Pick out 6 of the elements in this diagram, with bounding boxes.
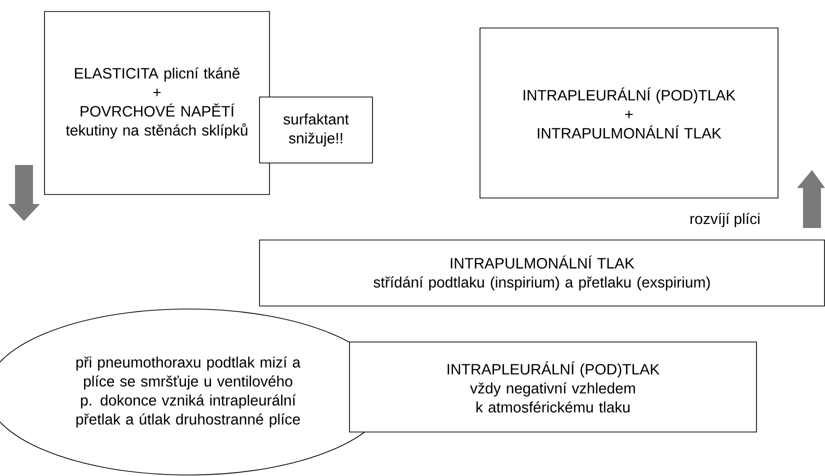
text-box: INTRAPULMONÁLNÍ TLAK střídání podtlaku (inspirium) a přetlaku (exspirium) <box>259 240 825 306</box>
text-box: INTRAPLEURÁLNÍ (POD)TLAK + INTRAPULMONÁLNÍ TLAK <box>480 28 778 198</box>
text-box: INTRAPLEURÁLNÍ (POD)TLAK vždy negativní vzhledem k atmosférickému tlaku <box>349 342 757 432</box>
text-box: surfaktant snižuje!! <box>259 96 373 164</box>
text-box: ELASTICITA plicní tkáně + POVRCHOVÉ NAPĚTÍ tekutiny na stěnách sklípků <box>44 11 270 195</box>
annotation-text: rozvíjí plíci <box>690 212 760 228</box>
